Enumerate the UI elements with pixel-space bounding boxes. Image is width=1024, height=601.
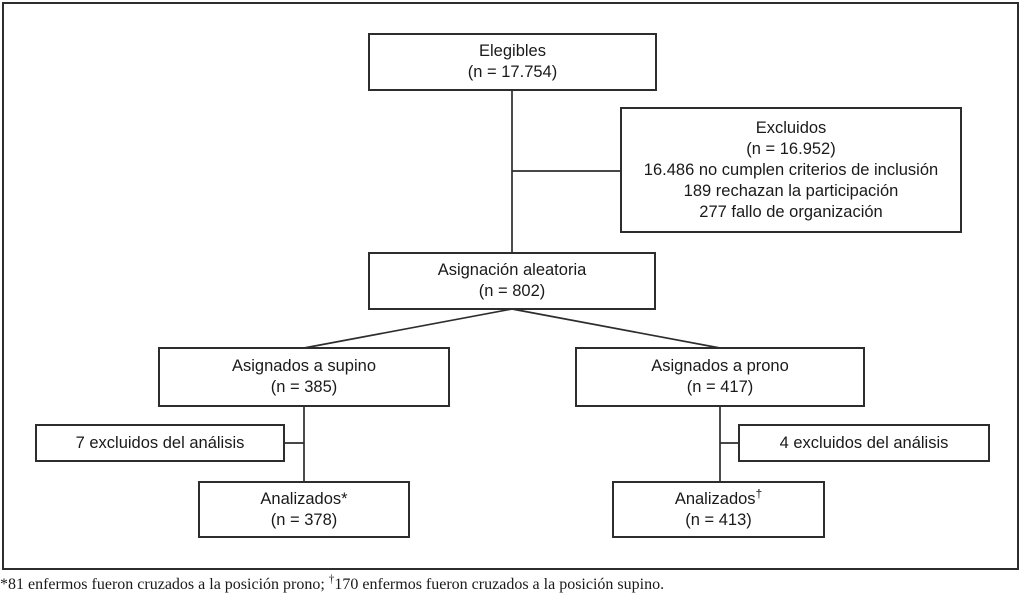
node-asignados-supino: Asignados a supino (n = 385)	[158, 347, 450, 407]
node-elegibles: Elegibles (n = 17.754)	[368, 33, 657, 91]
node-excluidos-detail: 189 rechazan la participación	[683, 181, 899, 200]
node-excluidos-analisis-prono: 4 excluidos del análisis	[738, 424, 990, 462]
dagger-marker: †	[755, 486, 763, 500]
node-prono-title: Asignados a prono	[651, 357, 789, 375]
node-excluidos-n: (n = 16.952)	[746, 139, 836, 158]
diagram-frame	[2, 2, 1019, 570]
node-analizados-supino: Analizados* (n = 378)	[198, 481, 410, 538]
footnote-part2: 170 enfermos fueron cruzados a la posici…	[334, 576, 665, 593]
node-excluidos-detail: 277 fallo de organización	[699, 202, 883, 221]
node-analizados-supino-title: Analizados*	[260, 489, 348, 508]
node-excluidos: Excluidos (n = 16.952) 16.486 no cumplen…	[620, 107, 962, 233]
node-analizados-supino-n: (n = 378)	[270, 510, 338, 529]
node-supino-title: Asignados a supino	[231, 357, 377, 375]
node-excluidos-title: Excluidos	[755, 118, 827, 137]
node-asignacion-title: Asignación aleatoria	[437, 261, 587, 279]
node-analizados-prono: Analizados† (n = 413)	[612, 481, 825, 538]
footnote: *81 enfermos fueron cruzados a la posici…	[0, 573, 1024, 595]
node-excluidos-detail: 16.486 no cumplen criterios de inclusión	[643, 160, 939, 179]
node-asignacion-n: (n = 802)	[478, 282, 546, 300]
footnote-part1: *81 enfermos fueron cruzados a la posici…	[0, 576, 329, 593]
node-excluidos-analisis-supino: 7 excluidos del análisis	[35, 424, 285, 462]
node-analizados-prono-n: (n = 413)	[685, 510, 752, 529]
node-elegibles-n: (n = 17.754)	[467, 63, 558, 81]
node-asignacion-aleatoria: Asignación aleatoria (n = 802)	[368, 252, 656, 310]
node-excl-supino-title: 7 excluidos del análisis	[75, 433, 245, 452]
node-prono-n: (n = 417)	[686, 378, 754, 396]
footnote-dagger-marker: †	[328, 573, 335, 586]
node-excl-prono-title: 4 excluidos del análisis	[779, 433, 949, 452]
node-asignados-prono: Asignados a prono (n = 417)	[575, 347, 865, 407]
node-elegibles-title: Elegibles	[479, 42, 546, 60]
node-analizados-prono-label: Analizados	[674, 489, 756, 508]
node-supino-n: (n = 385)	[270, 378, 338, 396]
node-analizados-prono-title: Analizados†	[674, 486, 763, 510]
